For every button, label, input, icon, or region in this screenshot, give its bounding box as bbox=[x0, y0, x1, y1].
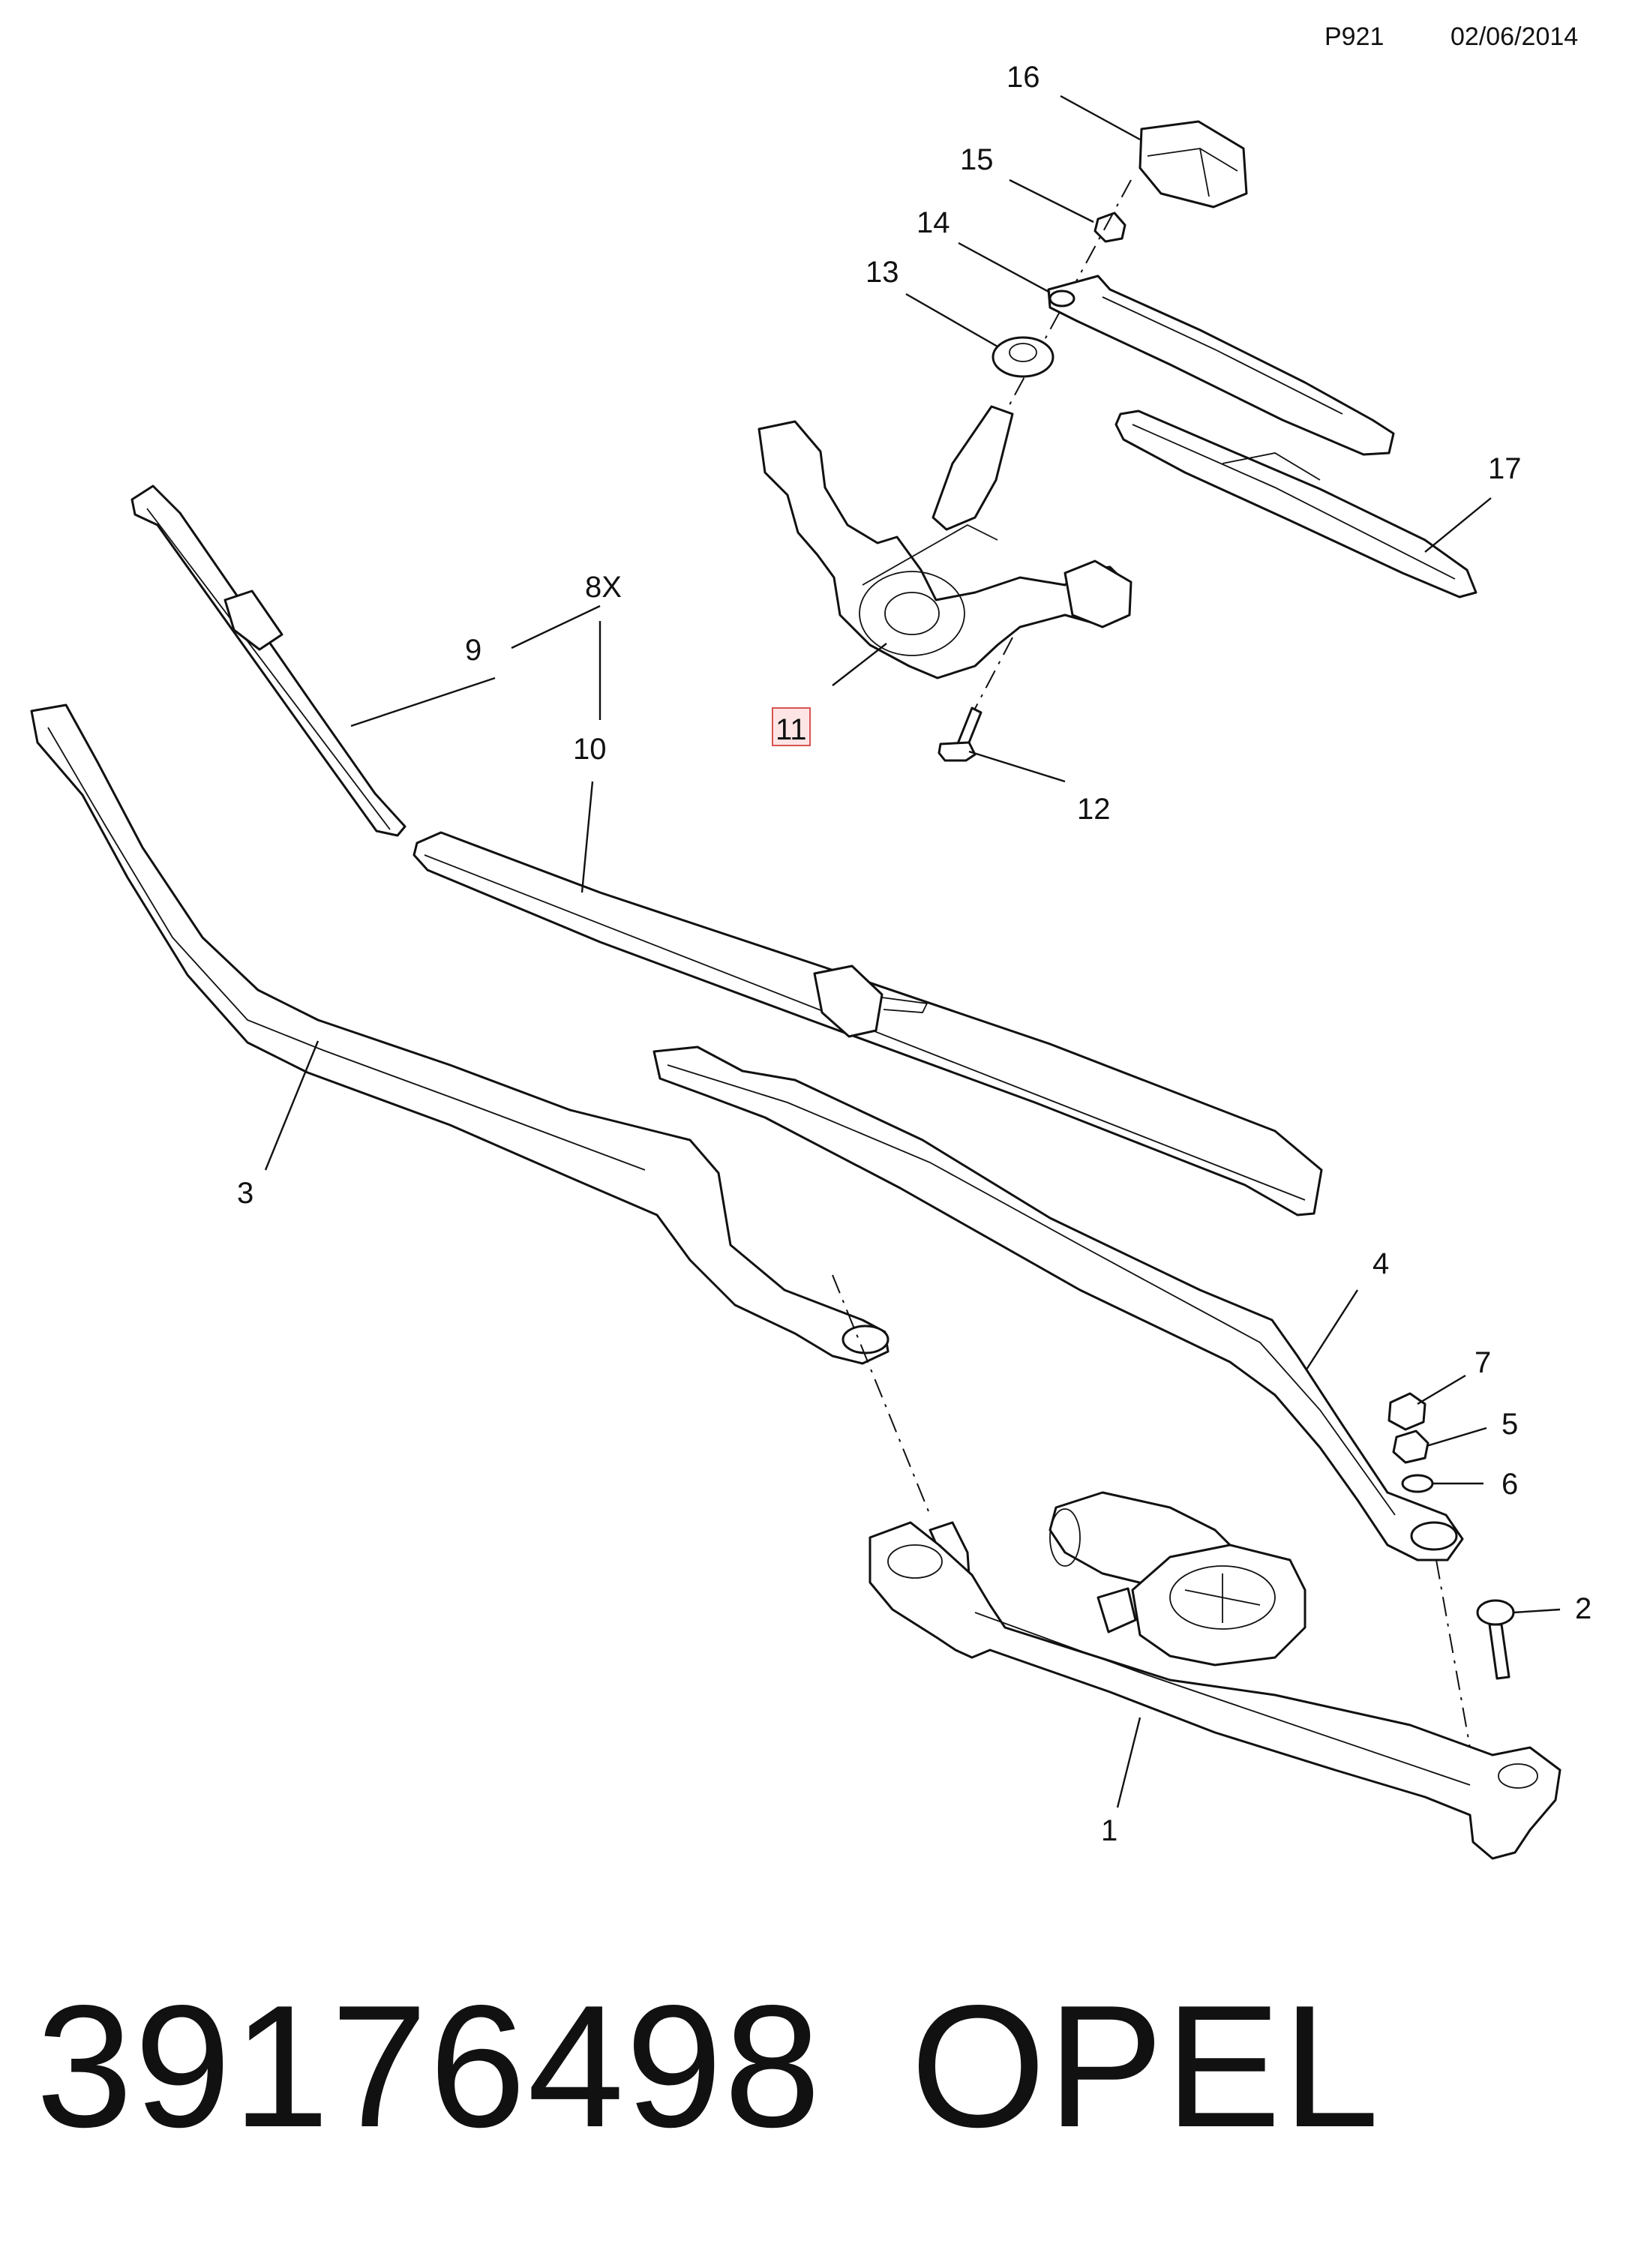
rear-wiper-motor bbox=[758, 405, 1132, 680]
front-wiper-linkage-motor bbox=[868, 1491, 1562, 1860]
callout-8x: 8X bbox=[585, 571, 622, 604]
rear-motor-screw bbox=[938, 706, 982, 762]
leader-lines bbox=[264, 94, 1561, 1808]
callout-3: 3 bbox=[237, 1177, 254, 1210]
rear-wiper-blade bbox=[1114, 410, 1478, 598]
rear-arm-nut bbox=[1094, 212, 1126, 243]
part-number: 39176498 bbox=[36, 1970, 823, 2164]
callout-7: 7 bbox=[1474, 1346, 1491, 1379]
callout-11: 11 bbox=[776, 713, 807, 746]
diagram-code: P921 bbox=[1324, 22, 1384, 51]
front-wiper-arm-left bbox=[30, 704, 890, 1365]
rear-wiper-arm bbox=[1047, 274, 1395, 456]
arm-nut-cap bbox=[1388, 1392, 1426, 1431]
callout-14: 14 bbox=[916, 206, 950, 239]
callout-5: 5 bbox=[1502, 1408, 1518, 1441]
arm-nut bbox=[1392, 1430, 1430, 1464]
callout-1: 1 bbox=[1101, 1814, 1118, 1847]
brand-name: OPEL bbox=[910, 1970, 1381, 2164]
callout-15: 15 bbox=[960, 143, 994, 176]
rear-arm-cap bbox=[1138, 120, 1248, 208]
front-wiper-arm-right bbox=[652, 1046, 1464, 1562]
rear-grommet bbox=[992, 336, 1054, 378]
callout-4: 4 bbox=[1372, 1247, 1389, 1280]
callout-13: 13 bbox=[866, 256, 899, 289]
front-wiper-blade-left bbox=[130, 484, 406, 837]
callout-2: 2 bbox=[1575, 1592, 1592, 1625]
highlight-box-11 bbox=[772, 707, 811, 746]
linkage-bolt bbox=[1476, 1599, 1515, 1680]
callout-17: 17 bbox=[1488, 452, 1522, 485]
callout-6: 6 bbox=[1502, 1468, 1518, 1501]
callout-10: 10 bbox=[573, 733, 607, 766]
arm-washer bbox=[1401, 1474, 1434, 1493]
callout-12: 12 bbox=[1077, 793, 1111, 826]
diagram-date: 02/06/2014 bbox=[1450, 22, 1579, 51]
callout-9: 9 bbox=[465, 634, 482, 667]
front-wiper-blade-right bbox=[412, 831, 1323, 1216]
callout-16: 16 bbox=[1006, 61, 1040, 94]
